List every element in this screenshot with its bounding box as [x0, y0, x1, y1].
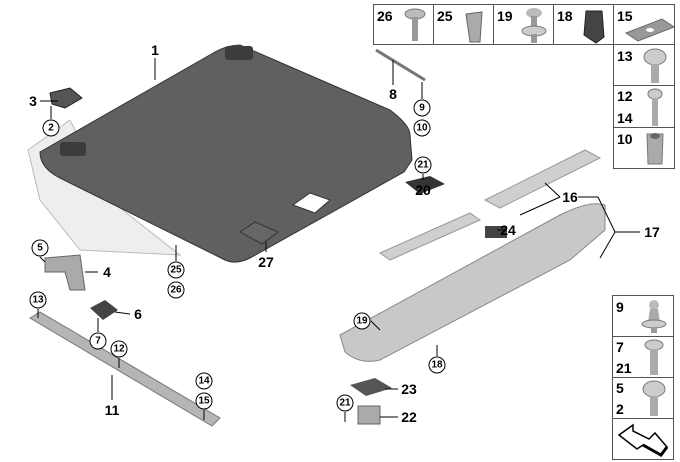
callout-6: 6	[134, 306, 142, 322]
clip-nut-icon	[583, 10, 605, 44]
loading-sill-panel	[339, 203, 606, 362]
callout-4: 4	[103, 264, 111, 280]
clip-part	[485, 226, 507, 238]
torx-bolt-icon	[647, 88, 663, 126]
callout-1: 1	[151, 42, 159, 58]
floor-handle-cutout	[291, 192, 331, 214]
part-cell-25: 25	[433, 4, 494, 45]
part-number: 25	[437, 8, 453, 24]
callout-13: 13	[29, 291, 47, 309]
side-rail	[29, 311, 221, 427]
trim-strip	[483, 149, 602, 209]
part-cell-7-21: 7 21	[612, 336, 674, 378]
floor-corner-cap	[60, 142, 86, 156]
part-cell-13: 13	[613, 44, 675, 86]
callout-7: 7	[89, 332, 107, 350]
callout-12: 12	[110, 340, 128, 358]
callout-11: 11	[104, 402, 120, 418]
torx-bolt-icon	[644, 339, 664, 375]
rivet-nut-icon	[646, 133, 664, 165]
callout-10: 10	[413, 119, 431, 137]
callout-8: 8	[389, 86, 397, 102]
part-cell-12-14: 12 14	[613, 85, 675, 128]
part-number: 5	[616, 380, 624, 396]
ball-stud-icon	[641, 300, 667, 333]
callout-26: 26	[167, 281, 185, 299]
part-number: 15	[617, 8, 633, 24]
callout-24: 24	[500, 222, 516, 238]
corner-cap-part	[49, 87, 83, 109]
bracket-part	[44, 254, 86, 291]
floor-corner-cap	[225, 46, 253, 60]
callout-15: 15	[195, 392, 213, 410]
part-number: 13	[617, 48, 633, 64]
part-number: 12	[617, 88, 633, 104]
leader-lines	[37, 58, 640, 422]
handle-cap	[239, 221, 279, 245]
part-number: 7	[616, 339, 624, 355]
part-cell-15: 15	[613, 4, 675, 45]
callout-23: 23	[401, 381, 417, 397]
washer-plate-icon	[624, 18, 674, 42]
callout-21: 21	[414, 156, 432, 174]
push-rivet-icon	[521, 8, 547, 43]
screw-icon	[404, 8, 426, 41]
callout-18: 18	[428, 356, 446, 374]
bracket-part	[350, 378, 392, 396]
callout-17: 17	[644, 224, 660, 240]
part-cell-10: 10	[613, 127, 675, 169]
clip-part	[357, 405, 381, 425]
callout-5: 5	[31, 239, 49, 257]
trim-strip	[378, 212, 482, 261]
gas-strut	[375, 48, 426, 82]
part-number: 21	[616, 360, 632, 376]
part-cell-18: 18	[553, 4, 614, 45]
callout-2: 2	[42, 119, 60, 137]
callout-3: 3	[29, 93, 37, 109]
callout-25: 25	[167, 261, 185, 279]
callout-14: 14	[195, 372, 213, 390]
callout-20: 20	[415, 182, 431, 198]
part-cell-5-2: 5 2	[612, 377, 674, 419]
clip-part	[90, 300, 118, 320]
callout-22: 22	[401, 409, 417, 425]
part-number: 18	[557, 8, 573, 24]
part-number: 14	[617, 110, 633, 126]
part-number: 9	[616, 299, 624, 315]
torx-bolt-icon	[643, 48, 667, 83]
part-number: 26	[377, 8, 393, 24]
part-cell-9: 9	[612, 295, 674, 337]
callout-21b: 21	[336, 394, 354, 412]
direction-arrow-cell	[612, 418, 674, 460]
callout-19: 19	[353, 312, 371, 330]
callout-16: 16	[562, 189, 578, 205]
part-number: 10	[617, 131, 633, 147]
callout-27: 27	[258, 254, 274, 270]
bracket-part	[405, 176, 445, 194]
part-number: 2	[616, 401, 624, 417]
expansion-clip-icon	[465, 11, 483, 43]
direction-arrow-icon	[617, 423, 669, 457]
part-cell-26: 26	[373, 4, 434, 45]
callout-9: 9	[413, 99, 431, 117]
part-number: 19	[497, 8, 513, 24]
part-cell-19: 19	[493, 4, 554, 45]
torx-bolt-icon	[642, 380, 666, 416]
